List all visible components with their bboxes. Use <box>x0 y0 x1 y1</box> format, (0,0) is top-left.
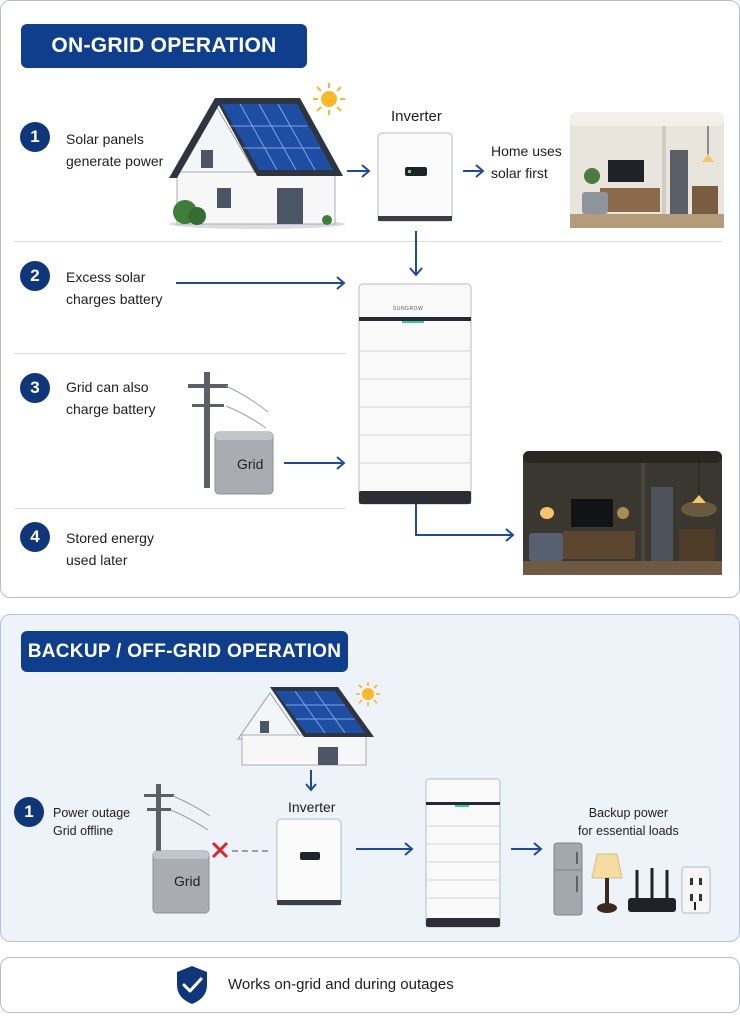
footer-text: Works on-grid and during outages <box>228 976 454 993</box>
loads-line2: for essential loads <box>578 824 679 838</box>
backup-title: BACKUP / OFF-GRID OPERATION <box>21 631 348 672</box>
battery-stack <box>425 778 501 928</box>
arrow-right-icon <box>347 164 371 178</box>
step-3-label: Grid can also charge battery <box>66 376 156 420</box>
grid-label: Grid <box>237 456 264 472</box>
backup-grid-label: Grid <box>174 873 201 889</box>
step-2-line2: charges battery <box>66 291 163 307</box>
footer-panel <box>0 957 740 1013</box>
arrow-down-icon <box>305 770 317 792</box>
disconnected-line <box>232 850 272 852</box>
home-uses-solar-label: Home uses solar first <box>491 140 562 184</box>
outage-x-icon <box>211 841 229 859</box>
row-divider <box>14 508 346 509</box>
step-4-number: 4 <box>20 522 50 552</box>
step-3-line1: Grid can also <box>66 379 149 395</box>
arrow-right-icon <box>511 842 543 856</box>
step-1-line1: Solar panels <box>66 131 144 147</box>
backup-step-line2: Grid offline <box>53 824 114 838</box>
row-divider <box>14 353 346 354</box>
home-interior-night-image <box>523 451 722 575</box>
backup-step-number: 1 <box>14 797 44 827</box>
arrow-right-icon <box>463 164 485 178</box>
home-line1: Home uses <box>491 143 562 159</box>
grid-box <box>152 850 210 914</box>
step-1-label: Solar panels generate power <box>66 128 163 172</box>
arrow-elbow-icon <box>415 504 515 542</box>
solar-house-illustration <box>169 98 345 229</box>
arrow-right-icon <box>284 456 346 470</box>
backup-step-line1: Power outage <box>53 806 131 820</box>
lamp-icon <box>591 853 623 913</box>
home-interior-day-image <box>570 112 724 228</box>
wall-outlet-icon <box>681 866 711 914</box>
arrow-right-icon <box>356 842 414 856</box>
shield-check-icon <box>177 966 207 1004</box>
solar-house-illustration <box>237 687 374 766</box>
step-2-label: Excess solar charges battery <box>66 266 163 310</box>
step-3-number: 3 <box>20 373 50 403</box>
step-4-line2: used later <box>66 552 128 568</box>
sun-icon <box>356 682 380 706</box>
loads-line1: Backup power <box>588 806 668 820</box>
home-line2: solar first <box>491 165 548 181</box>
backup-inverter-label: Inverter <box>288 799 336 815</box>
sun-icon <box>313 83 345 115</box>
backup-loads-label: Backup power for essential loads <box>578 804 679 840</box>
backup-step-label: Power outage Grid offline <box>53 804 130 840</box>
battery-stack <box>358 283 472 505</box>
router-icon <box>628 868 676 912</box>
step-2-number: 2 <box>20 261 50 291</box>
utility-pole-icon <box>144 784 211 860</box>
on-grid-title: ON-GRID OPERATION <box>21 24 307 68</box>
step-3-line2: charge battery <box>66 401 156 417</box>
step-2-line1: Excess solar <box>66 269 146 285</box>
step-4-line1: Stored energy <box>66 530 154 546</box>
battery-brand-label: SUNGROW <box>393 306 424 312</box>
step-1-line2: generate power <box>66 153 164 169</box>
arrow-right-icon <box>176 276 346 290</box>
arrow-down-icon <box>409 231 423 277</box>
utility-pole-icon <box>188 372 269 488</box>
inverter-unit <box>276 818 342 906</box>
inverter-unit <box>377 132 453 222</box>
step-4-label: Stored energy used later <box>66 527 154 571</box>
refrigerator-icon <box>553 842 583 916</box>
inverter-label: Inverter <box>391 108 442 125</box>
row-divider <box>14 241 722 242</box>
grid-box <box>214 431 274 495</box>
step-1-number: 1 <box>20 122 50 152</box>
